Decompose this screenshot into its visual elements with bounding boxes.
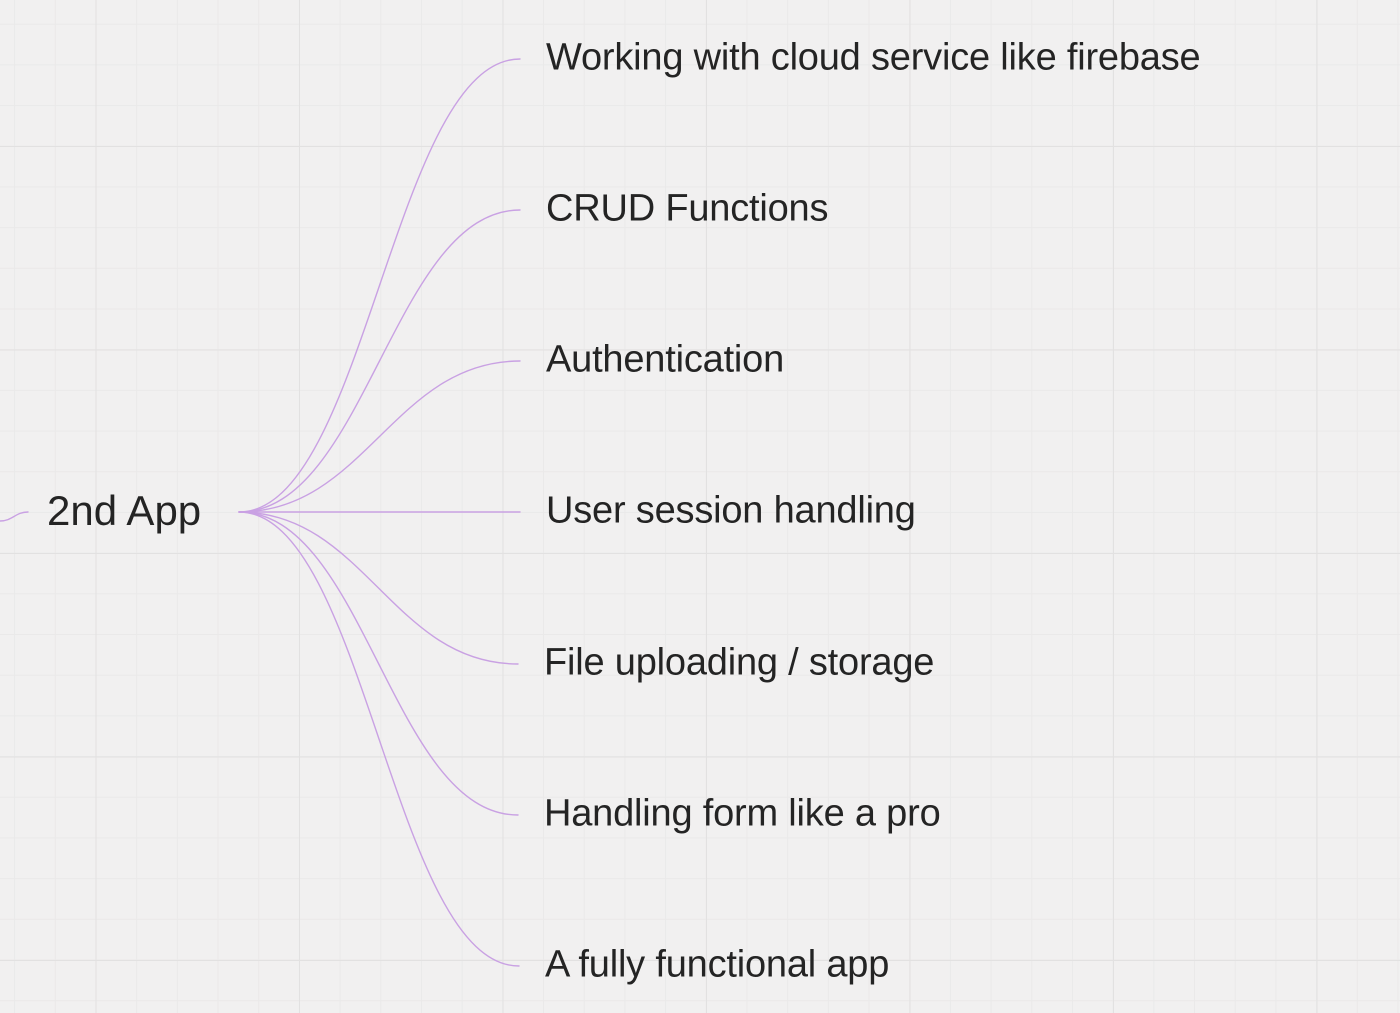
edge-branch-6 xyxy=(238,511,520,967)
node-child-handling-form[interactable]: Handling form like a pro xyxy=(544,792,941,835)
node-child-file-uploading-storage[interactable]: File uploading / storage xyxy=(544,641,935,684)
node-child-fully-functional-app[interactable]: A fully functional app xyxy=(545,943,890,986)
node-child-crud-functions[interactable]: CRUD Functions xyxy=(546,187,829,230)
edge-parent-stub xyxy=(0,511,29,522)
node-child-authentication[interactable]: Authentication xyxy=(546,338,785,381)
edge-branch-1 xyxy=(238,209,521,513)
edge-branch-2 xyxy=(238,360,521,513)
node-root[interactable]: 2nd App xyxy=(47,486,202,534)
node-child-cloud-service[interactable]: Working with cloud service like firebase xyxy=(546,36,1201,79)
node-child-user-session-handling[interactable]: User session handling xyxy=(546,489,916,532)
edge-branch-0 xyxy=(238,58,521,513)
edge-branch-5 xyxy=(238,511,519,816)
edge-branch-4 xyxy=(238,511,519,665)
